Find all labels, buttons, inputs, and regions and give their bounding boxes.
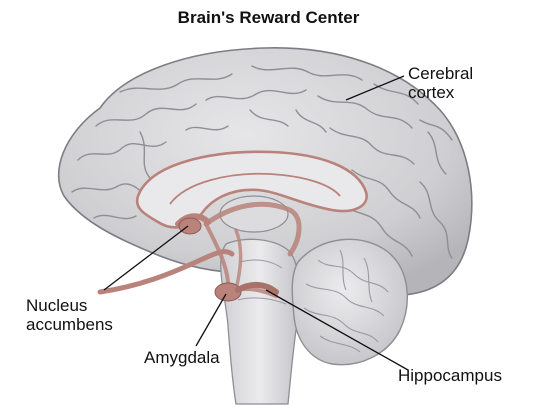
corpus-callosum [135, 150, 368, 229]
amygdala-structure [214, 282, 242, 302]
leader-hippocampus [265, 289, 409, 371]
thalamus [219, 195, 289, 233]
label-cerebral-cortex-line2: cortex [408, 83, 455, 102]
leader-cerebral-cortex [345, 75, 405, 101]
label-nucleus-accumbens-line2: accumbens [26, 315, 113, 334]
label-hippocampus: Hippocampus [398, 366, 502, 385]
label-nucleus-accumbens: Nucleus accumbens [26, 296, 113, 334]
leader-lines [103, 75, 409, 371]
cerebellum [291, 238, 408, 366]
hippocampus-structure [235, 282, 279, 295]
cerebellum-folia [303, 249, 389, 353]
label-nucleus-accumbens-line1: Nucleus [26, 296, 88, 315]
label-amygdala: Amygdala [144, 348, 220, 367]
diagram-title: Brain's Reward Center [177, 8, 360, 27]
leader-amygdala [195, 293, 227, 347]
label-cerebral-cortex-line1: Cerebral [408, 64, 474, 83]
leader-nucleus-accumbens [103, 225, 189, 291]
gyri-folds [71, 65, 453, 275]
nucleus-accumbens-structure [178, 217, 202, 235]
brainstem [220, 238, 300, 405]
label-cerebral-cortex: Cerebral cortex [408, 64, 473, 102]
